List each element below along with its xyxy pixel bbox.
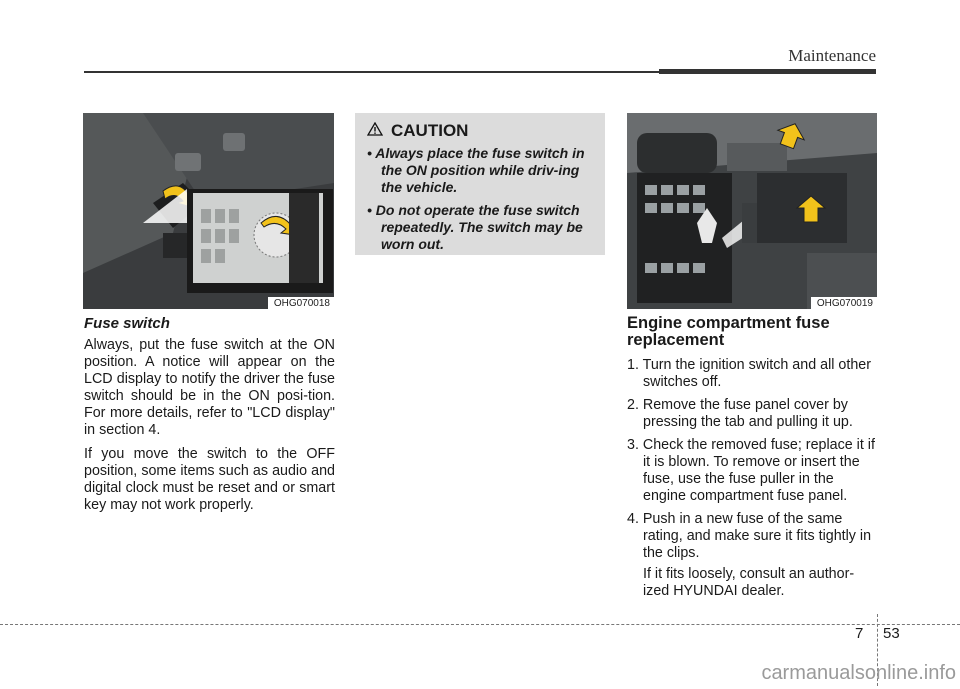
header-rule xyxy=(84,71,659,73)
fuse-switch-heading: Fuse switch xyxy=(84,315,170,332)
chapter-number: 7 xyxy=(855,625,864,642)
fuse-switch-section: Fuse switch Always, put the fuse switch … xyxy=(84,315,335,521)
steps-list: 1. Turn the ignition switch and all othe… xyxy=(627,357,878,562)
caution-item: • Always place the fuse switch in the ON… xyxy=(367,145,585,195)
caution-item: • Do not operate the fuse switch repeate… xyxy=(367,202,583,252)
footer-divider xyxy=(877,614,878,686)
page-number: 53 xyxy=(883,625,900,642)
header-rule-accent xyxy=(659,69,876,74)
step-item: 4. Push in a new fuse of the same rating… xyxy=(627,511,872,561)
section-title: Maintenance xyxy=(788,46,876,65)
engine-compartment-illustration xyxy=(627,113,877,309)
caution-title: CAUTION xyxy=(391,121,469,140)
fuse-switch-photo: OHG070018 xyxy=(83,113,334,309)
figure-code: OHG070018 xyxy=(267,297,334,309)
warning-triangle-icon xyxy=(366,121,391,141)
paragraph: Always, put the fuse switch at the ON po… xyxy=(84,337,335,438)
caution-box: CAUTION • Always place the fuse switch i… xyxy=(355,113,605,255)
caution-heading: CAUTION xyxy=(366,121,469,141)
figure-code: OHG070019 xyxy=(810,297,877,309)
watermark: carmanualsonline.info xyxy=(761,662,956,684)
dealer-note: If it fits loosely, consult an author-iz… xyxy=(643,566,855,599)
fuse-switch-illustration xyxy=(83,113,334,309)
step-item: 1. Turn the ignition switch and all othe… xyxy=(627,357,871,390)
caution-list: • Always place the fuse switch in the ON… xyxy=(367,145,599,259)
engine-fuse-section: Engine compartment fuse replacement 1. T… xyxy=(627,315,878,600)
engine-compartment-photo: OHG070019 xyxy=(627,113,877,309)
paragraph: If you move the switch to the OFF positi… xyxy=(84,446,335,513)
step-item: 2. Remove the fuse panel cover by pressi… xyxy=(627,397,853,430)
footer-rule xyxy=(0,624,960,625)
step-item: 3. Check the removed fuse; replace it if… xyxy=(627,437,875,504)
engine-fuse-heading: Engine compartment fuse replacement xyxy=(627,314,830,349)
